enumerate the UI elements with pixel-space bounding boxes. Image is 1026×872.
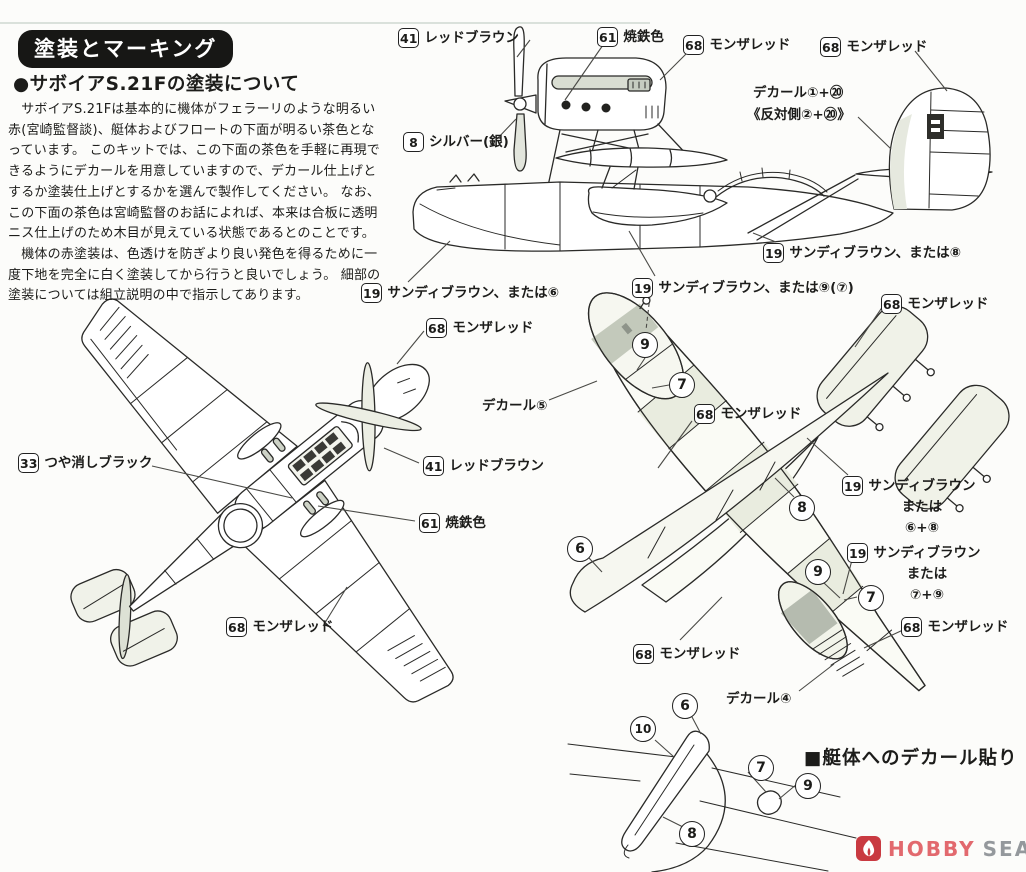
callout-label: サンディブラウン または ⑦+⑨ [873, 545, 981, 603]
paint-code-box-19: 19 [632, 278, 654, 298]
callout-label: シルバー(銀) [429, 134, 509, 150]
callout-label: モンザレッド [252, 619, 334, 635]
callout-label: サンディブラウン、または⑥ [387, 285, 560, 301]
part-number-n7-hull: 7 [748, 755, 774, 781]
paint-code-box-68: 68 [633, 644, 655, 664]
flame-icon [856, 836, 881, 861]
paint-code-box-19: 19 [847, 543, 869, 563]
callout-label: モンザレッド [720, 406, 802, 422]
paint-code-box-68: 68 [426, 318, 448, 338]
paint-code-box-19: 19 [763, 243, 785, 263]
callout-label: サンディブラウン、または⑧ [789, 245, 962, 261]
part-number-n8-hull: 8 [679, 821, 705, 847]
page-title: 塗装とマーキング [18, 30, 234, 68]
paint-code-box-19: 19 [842, 476, 864, 496]
part-number-n7-rear: 7 [858, 585, 884, 611]
hull-decal-heading: ■艇体へのデカール貼り [804, 748, 1018, 769]
section-heading: ●サボイアS.21Fの塗装について [13, 74, 300, 95]
label-hull-decal-4: デカール④ [726, 691, 792, 707]
hobbysearch-watermark: HOBBY SEARCH [856, 836, 1026, 861]
part-number-n7-float: 7 [669, 372, 695, 398]
paint-code-box-33: 33 [18, 453, 40, 473]
brand-text-search: SEARCH [982, 836, 1026, 861]
side-view-drawing [412, 26, 993, 252]
part-number-n6-wingtip: 6 [567, 536, 593, 562]
callout-label: 焼鉄色 [445, 515, 486, 531]
paint-code-box-68: 68 [683, 35, 705, 55]
part-number-n9-hull: 9 [795, 773, 821, 799]
label-tail-decal-1: デカール①+⑳ [753, 85, 844, 101]
callout-label: サンディブラウン または ⑥+⑧ [868, 478, 976, 536]
callout-label: レッドブラウン [449, 458, 544, 474]
callout-label: レッドブラウン [424, 30, 519, 46]
paint-code-box-8: 8 [403, 132, 424, 152]
paint-code-box-61: 61 [419, 513, 441, 533]
callout-label: モンザレッド [846, 39, 928, 55]
paint-code-box-68: 68 [881, 294, 903, 314]
callout-spinner-side: 8 シルバー(銀) [403, 132, 509, 152]
callout-label: モンザレッド [709, 37, 791, 53]
callout-label: モンザレッド [927, 619, 1009, 635]
callout-label: 焼鉄色 [623, 29, 664, 45]
part-number-n8-wing: 8 [789, 495, 815, 521]
paint-code-box-61: 61 [597, 27, 619, 47]
callout-label: モンザレッド [907, 296, 989, 312]
label-float-decal-5: デカール⑤ [482, 398, 548, 414]
paint-code-box-68: 68 [226, 617, 248, 637]
leader-lines [151, 39, 948, 828]
paint-code-box-68: 68 [901, 617, 923, 637]
part-number-n9-float: 9 [632, 332, 658, 358]
paint-code-box-41: 41 [398, 28, 420, 48]
paint-code-box-19: 19 [361, 283, 383, 303]
paint-code-box-41: 41 [423, 456, 445, 476]
callout-label: モンザレッド [659, 646, 741, 662]
part-number-n6-hull: 6 [672, 693, 698, 719]
callout-label: つや消しブラック [44, 455, 153, 471]
callout-label: サンディブラウン、または⑨(⑦) [658, 280, 854, 296]
paint-code-box-68: 68 [820, 37, 842, 57]
part-number-n9-rear: 9 [805, 559, 831, 585]
label-tail-decal-2: 《反対側②+⑳》 [747, 107, 851, 123]
callout-label: モンザレッド [452, 320, 534, 336]
body-paragraph: サボイアS.21Fは基本的に機体がフェラーリのような明るい 赤(宮崎監督談)、艇… [8, 102, 381, 304]
top-view-drawing [70, 298, 454, 703]
part-number-n10-hull: 10 [630, 716, 656, 742]
bottom-view-drawing [569, 292, 1010, 692]
scan-artifact-line [0, 22, 650, 24]
hull-decal-drawing [567, 730, 857, 872]
paint-code-box-68: 68 [694, 404, 716, 424]
brand-text-hobby: HOBBY [888, 836, 976, 861]
